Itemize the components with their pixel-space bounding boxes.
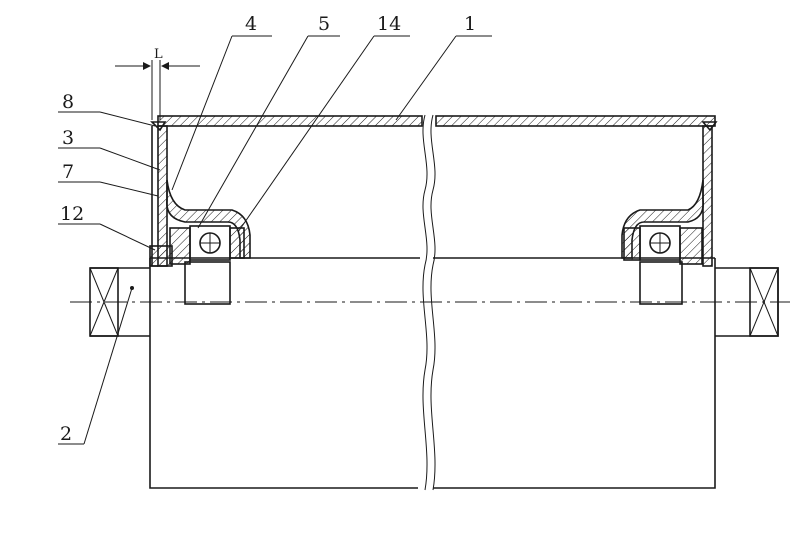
break-lines — [422, 114, 436, 491]
label-4: 4 — [245, 13, 257, 35]
label-12: 12 — [60, 203, 84, 225]
dim-label-l: L — [154, 47, 163, 62]
roller-drum — [149, 257, 716, 489]
label-3: 3 — [62, 127, 74, 149]
label-2: 2 — [60, 423, 72, 445]
right-bearing — [623, 225, 703, 265]
label-8: 8 — [62, 91, 74, 113]
cover-tube — [157, 115, 716, 127]
label-14: 14 — [377, 13, 401, 35]
label-1: 1 — [464, 13, 476, 35]
dimension-l: L — [115, 47, 200, 120]
left-bearing — [149, 225, 245, 267]
shaft — [70, 261, 790, 337]
leaders: 8 3 7 12 4 5 14 1 2 — [58, 13, 492, 445]
label-5: 5 — [318, 13, 330, 35]
label-7: 7 — [62, 161, 74, 183]
